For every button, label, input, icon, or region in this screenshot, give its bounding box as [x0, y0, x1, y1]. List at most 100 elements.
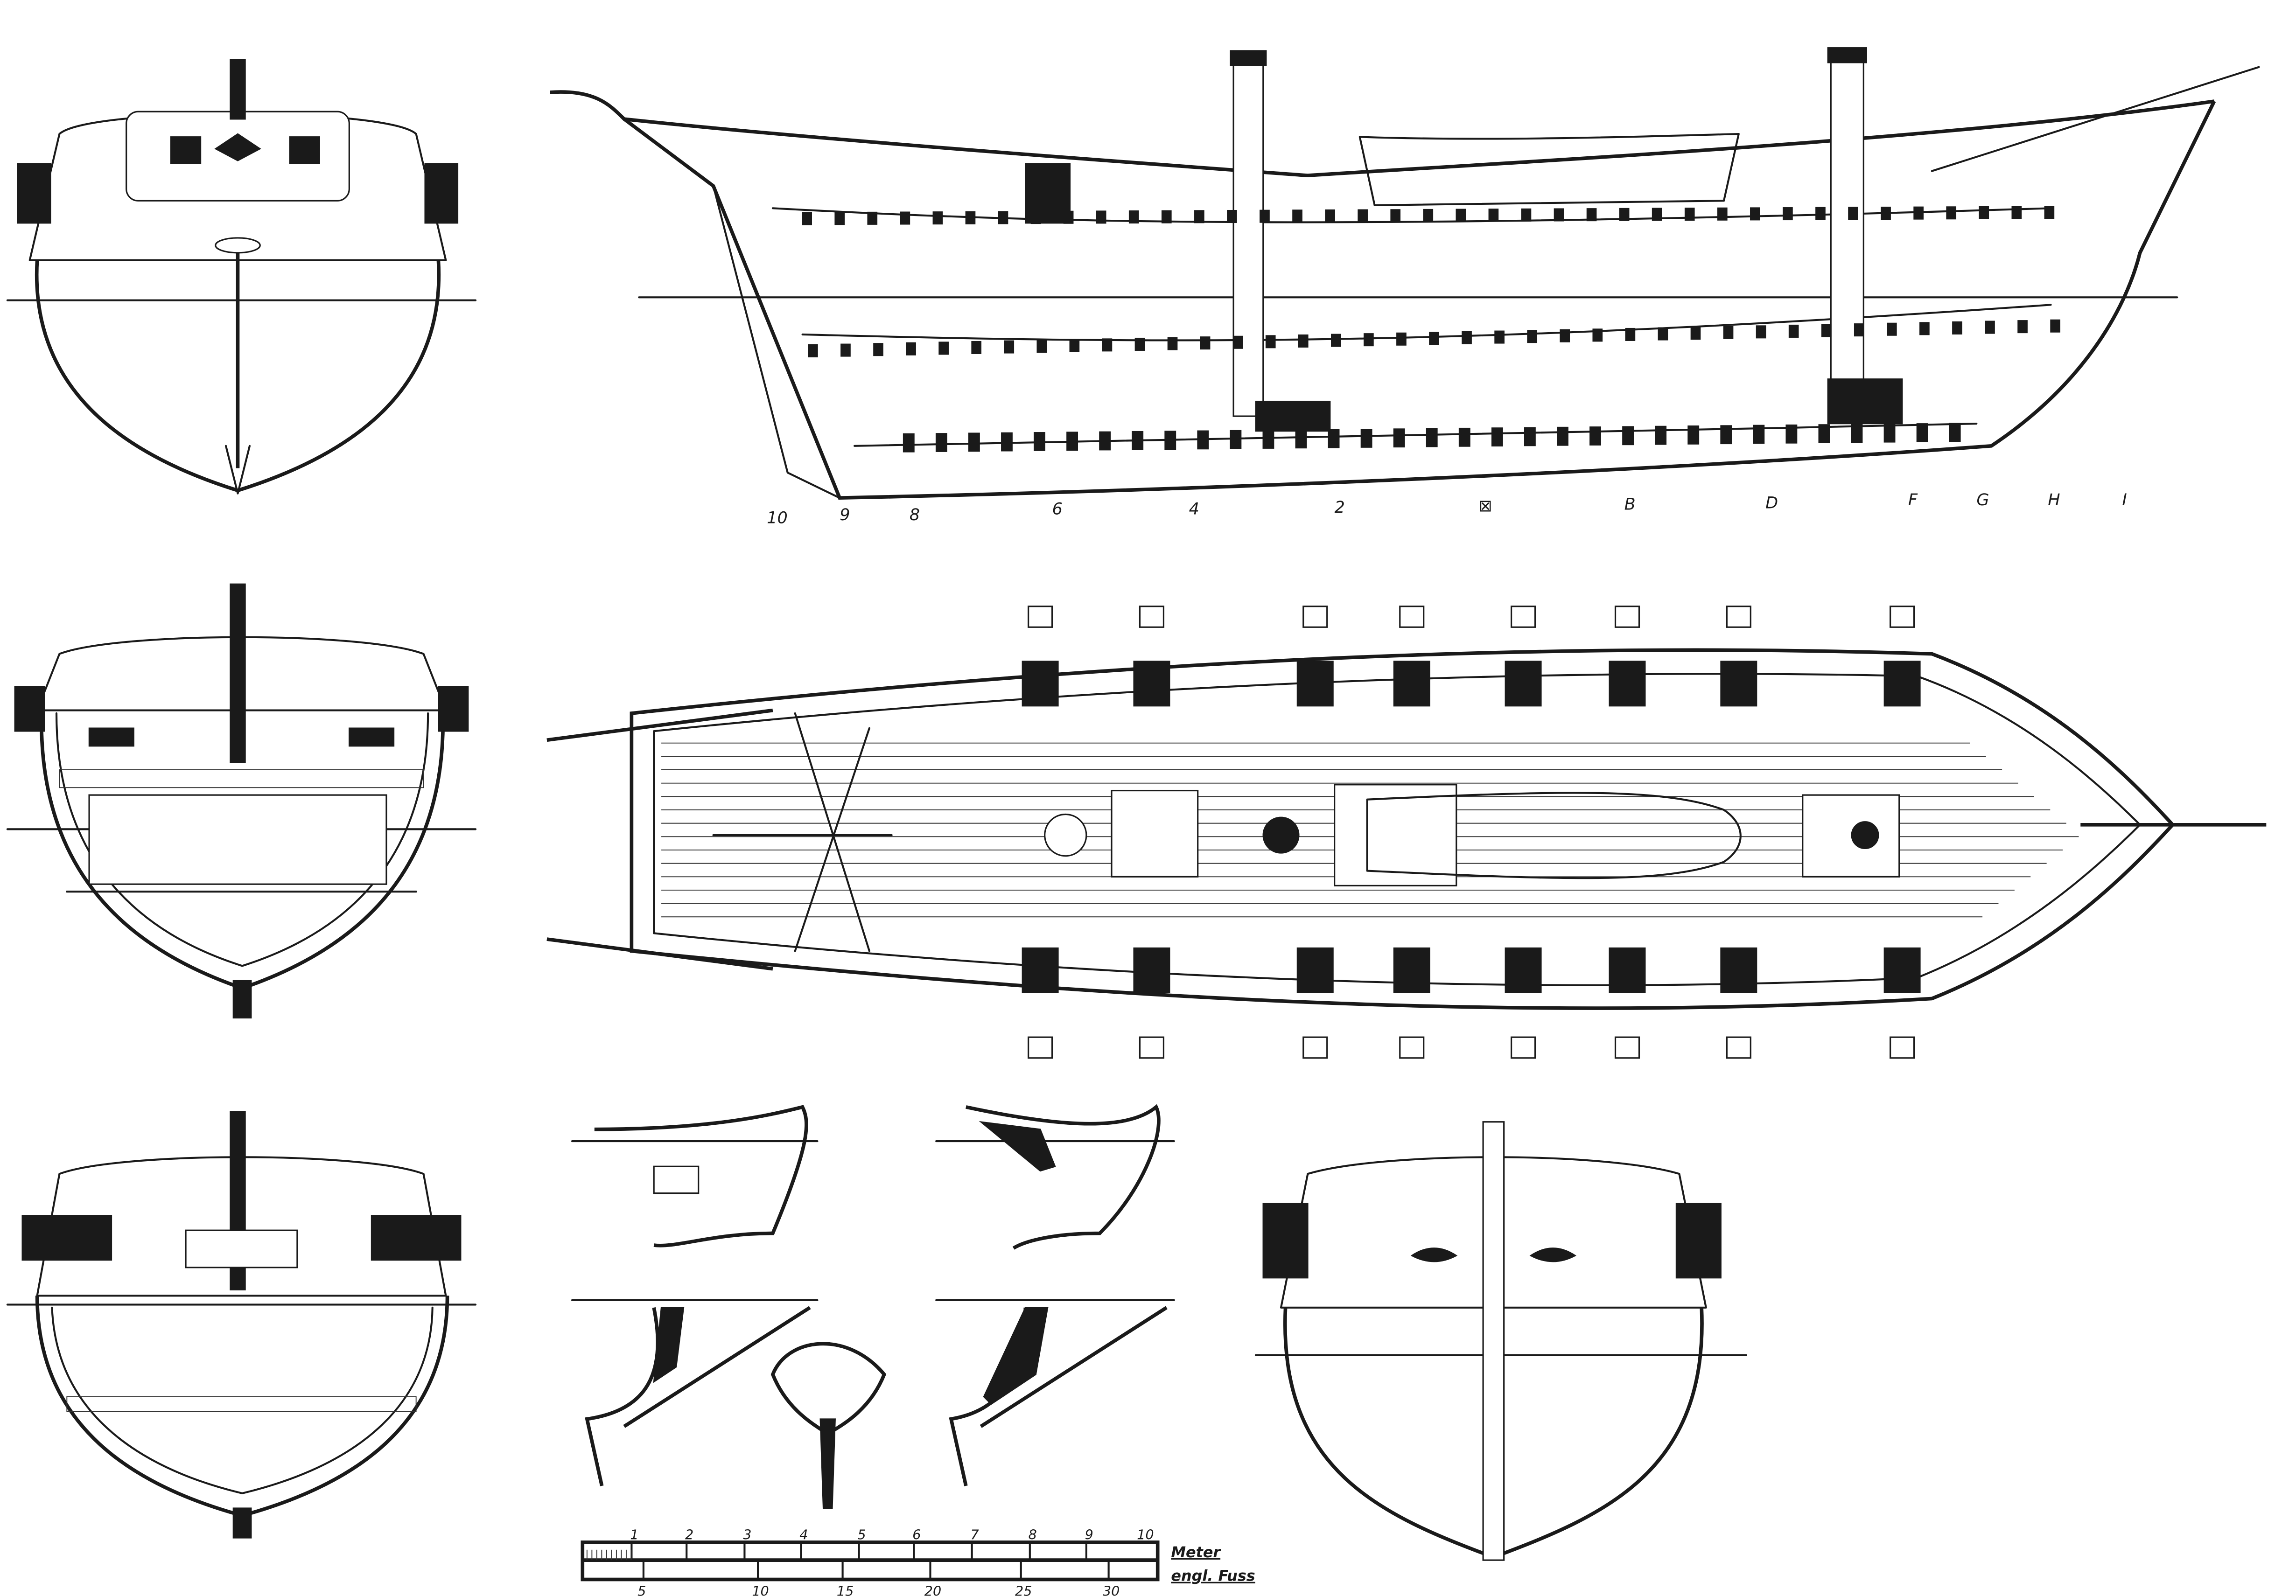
- frame-mark: [1560, 329, 1570, 342]
- deck-plan: [546, 606, 2267, 1059]
- frame-mark: [1488, 209, 1499, 222]
- frame-mark: [2017, 320, 2028, 334]
- head-front-detail: [770, 1342, 887, 1509]
- carronade-gun: [1296, 947, 1334, 993]
- frame-mark: [1134, 337, 1145, 351]
- frame-mark: [867, 211, 878, 225]
- midship-section: [6, 583, 477, 1019]
- frame-mark: [1684, 208, 1695, 221]
- frame-mark: [802, 212, 812, 225]
- frame-mark: [965, 211, 976, 224]
- frame-mark: [998, 211, 1008, 224]
- carronade-gun: [1720, 661, 1757, 707]
- frame-mark: [938, 342, 949, 355]
- carronade-gun: [1720, 947, 1757, 993]
- chain-plate: [1139, 606, 1165, 628]
- carronade-gun: [1505, 661, 1542, 707]
- frame-mark: [1750, 207, 1760, 221]
- carronade-gun: [1022, 947, 1059, 993]
- frame-mark: [1886, 322, 1897, 336]
- chain-plate: [1890, 606, 1915, 628]
- station-label: 10: [767, 508, 788, 527]
- frame-mark: [1848, 207, 1858, 220]
- frame-mark: [1197, 430, 1209, 450]
- frame-mark: [1619, 208, 1630, 221]
- chain-plate: [1511, 1036, 1536, 1059]
- station-label: B: [1624, 495, 1636, 514]
- frame-mark: [808, 344, 818, 357]
- frame-mark: [1815, 207, 1826, 220]
- frame-mark: [1979, 206, 1989, 219]
- head-detail-1: [571, 1105, 819, 1248]
- frame-mark: [834, 212, 845, 225]
- frame-mark: [1161, 210, 1172, 223]
- frame-mark: [1946, 206, 1957, 220]
- frame-mark: [1717, 207, 1728, 221]
- meter-tick-label: 10: [1137, 1527, 1154, 1543]
- feet-tick-label: 10: [752, 1583, 769, 1596]
- frame-mark: [1753, 425, 1765, 444]
- chain-plate: [1511, 606, 1536, 628]
- feet-tick-label: 25: [1015, 1583, 1032, 1596]
- frame-mark: [971, 341, 982, 354]
- frame-mark: [1655, 425, 1667, 445]
- profile-station-labels: 10 9 8 6 4 2 ⊠ B D F G H I: [767, 490, 2127, 527]
- frame-mark: [1396, 332, 1407, 346]
- carronade-gun: [1609, 947, 1646, 993]
- frame-mark: [1262, 430, 1274, 449]
- frame-mark: [1200, 336, 1211, 350]
- scale-bar: 1 2 3 4 5 6 7 8 9 10 5 10 15 20 25 30 Me…: [581, 1527, 1255, 1596]
- frame-mark: [1652, 208, 1662, 221]
- station-label: G: [1976, 490, 1989, 509]
- head-plan-detail-1: [571, 1299, 819, 1486]
- frame-mark: [1292, 209, 1302, 223]
- frame-mark: [1260, 209, 1270, 223]
- station-label: F: [1908, 490, 1918, 509]
- frame-mark: [1554, 208, 1564, 222]
- frame-mark: [1232, 335, 1243, 349]
- meter-unit-label: Meter: [1171, 1543, 1221, 1561]
- frame-mark: [1360, 429, 1372, 448]
- carronade-gun: [1022, 661, 1059, 707]
- meter-tick-label: 4: [799, 1527, 808, 1543]
- chain-plate: [1302, 1036, 1328, 1059]
- meter-tick-label: 9: [1085, 1527, 1093, 1543]
- chain-plate: [1614, 606, 1640, 628]
- frame-mark: [1194, 210, 1204, 223]
- head-detail-2: [935, 1104, 1175, 1250]
- meter-tick-label: 7: [970, 1527, 979, 1543]
- head-plan-detail-2: [935, 1299, 1175, 1486]
- station-label: 8: [910, 505, 920, 524]
- frame-mark: [840, 343, 851, 357]
- station-label: 4: [1189, 499, 1199, 518]
- frame-mark: [1298, 334, 1309, 348]
- meter-tick-label: 1: [630, 1527, 638, 1543]
- frame-mark: [1658, 327, 1668, 341]
- carronade-gun: [1393, 947, 1430, 993]
- frame-mark: [1756, 325, 1766, 339]
- frame-mark: [1295, 429, 1307, 449]
- feet-tick-label: 30: [1103, 1583, 1120, 1596]
- chain-plate: [1028, 606, 1053, 628]
- station-label: I: [2122, 490, 2127, 509]
- frame-mark: [1462, 331, 1472, 344]
- station-label: ⊠: [1479, 496, 1492, 516]
- frame-mark: [1557, 426, 1568, 446]
- carronade-gun: [1883, 661, 1921, 707]
- frame-mark: [1521, 208, 1532, 222]
- frame-mark: [1881, 206, 1891, 220]
- frame-mark: [1690, 327, 1701, 340]
- frame-mark: [1390, 209, 1401, 223]
- fore-section: [6, 1111, 477, 1539]
- frame-mark: [1952, 321, 1962, 335]
- frame-mark: [1102, 338, 1113, 352]
- frame-mark: [1687, 425, 1700, 445]
- frame-mark: [903, 433, 915, 453]
- frame-mark: [1328, 429, 1340, 448]
- frame-mark: [1066, 432, 1078, 451]
- frame-mark: [1851, 424, 1863, 443]
- frame-mark: [1063, 210, 1074, 224]
- carronade-gun: [1609, 661, 1646, 707]
- frame-mark: [1524, 427, 1536, 446]
